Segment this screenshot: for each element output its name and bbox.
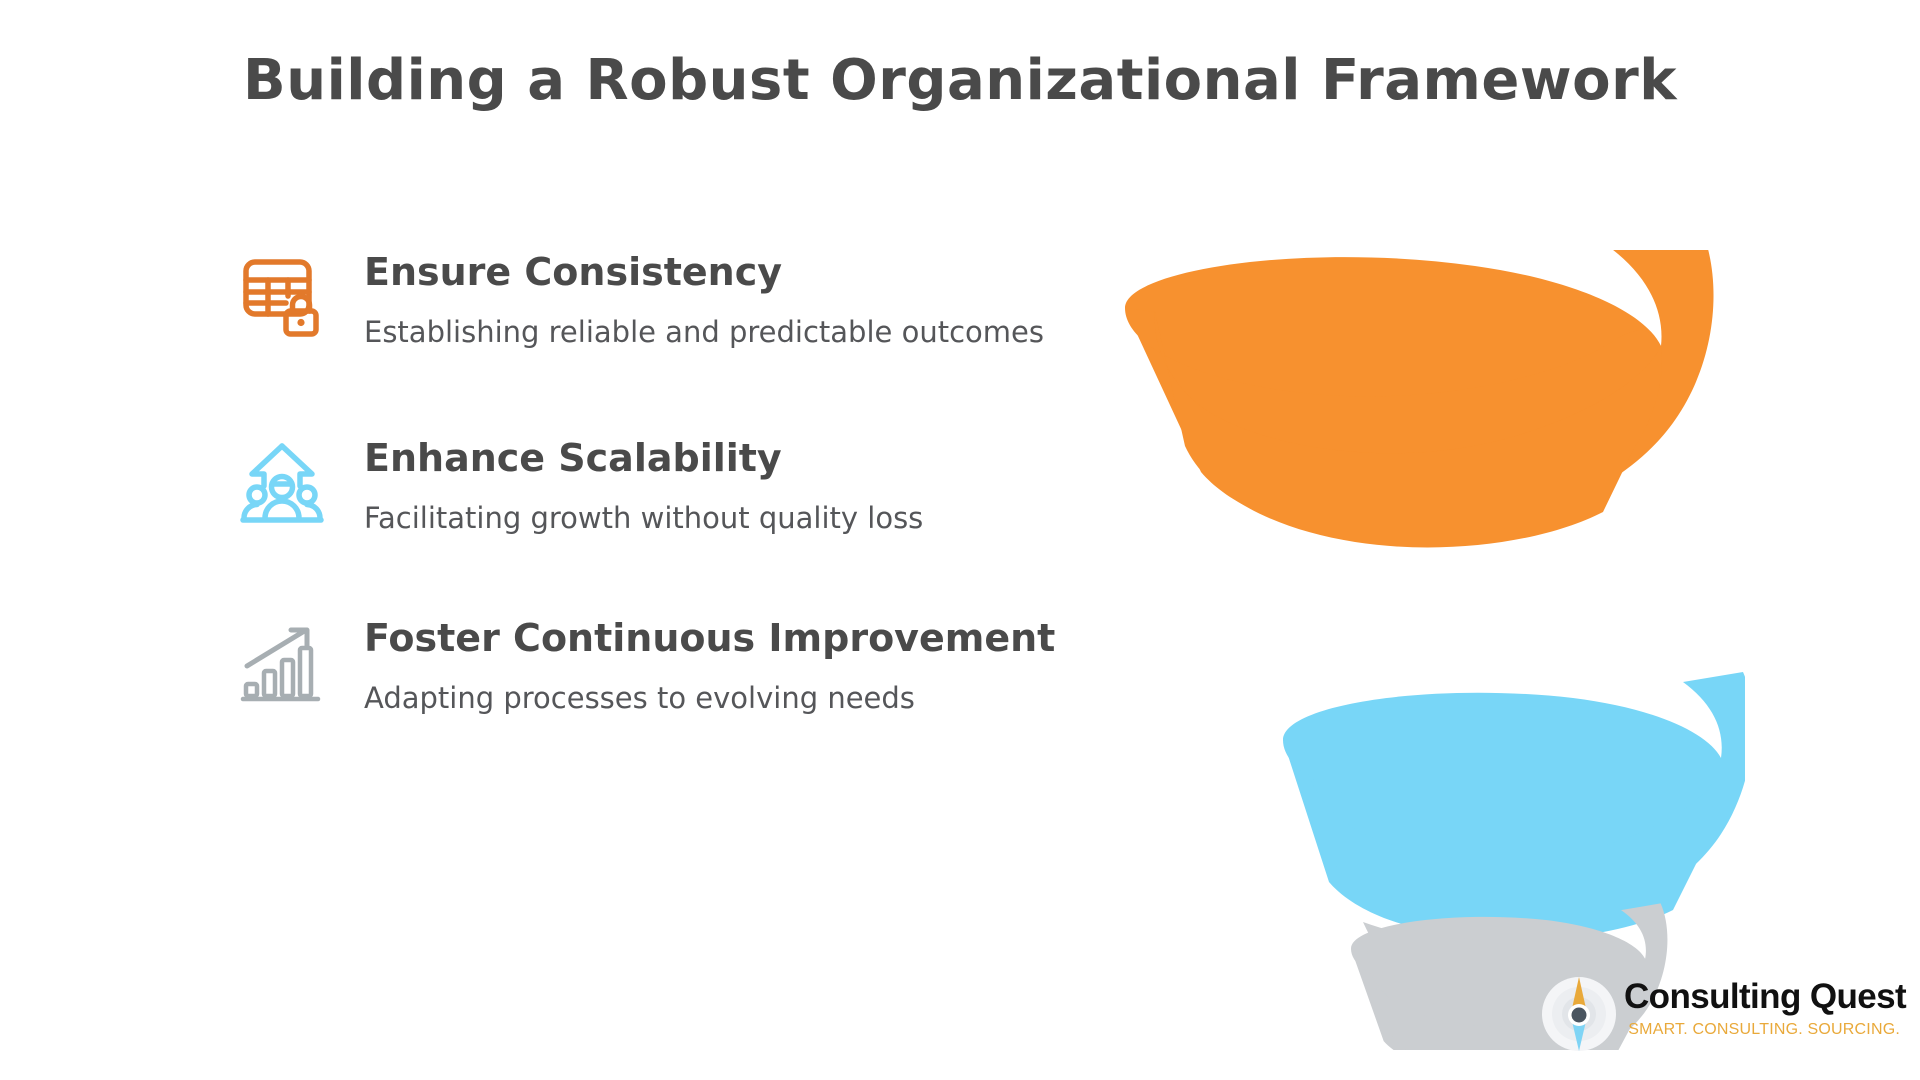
spiral-funnel-graphic <box>1105 250 1745 1050</box>
feature-item-ensure-consistency: Ensure Consistency Establishing reliable… <box>238 248 1098 388</box>
feature-item-enhance-scalability: Enhance Scalability Facilitating growth … <box>238 434 1098 554</box>
brand-logo: Consulting Quest SMART. CONSULTING. SOUR… <box>1540 975 1907 1061</box>
feature-text-block: Enhance Scalability Facilitating growth … <box>364 434 1098 537</box>
logo-text-block: Consulting Quest SMART. CONSULTING. SOUR… <box>1624 977 1907 1039</box>
page-title: Building a Robust Organizational Framewo… <box>243 48 1677 113</box>
feature-heading: Enhance Scalability <box>364 436 782 480</box>
bar-chart-arrow-icon <box>238 620 326 708</box>
feature-list: Ensure Consistency Establishing reliable… <box>238 248 1098 754</box>
logo-wordmark: Consulting Quest <box>1624 977 1907 1016</box>
funnel-segment-blue <box>1283 672 1745 939</box>
feature-description: Facilitating growth without quality loss <box>364 500 924 535</box>
feature-text-block: Foster Continuous Improvement Adapting p… <box>364 614 1098 717</box>
feature-item-foster-continuous-improvement: Foster Continuous Improvement Adapting p… <box>238 614 1098 754</box>
funnel-segment-orange <box>1125 250 1714 548</box>
feature-heading: Foster Continuous Improvement <box>364 616 1056 660</box>
logo-tagline: SMART. CONSULTING. SOURCING. <box>1628 1020 1900 1038</box>
compass-needle-icon <box>1540 975 1618 1053</box>
spreadsheet-lock-icon <box>238 254 326 342</box>
feature-description: Establishing reliable and predictable ou… <box>364 314 1044 349</box>
people-growth-arrow-icon <box>238 440 326 528</box>
feature-heading: Ensure Consistency <box>364 250 783 294</box>
feature-text-block: Ensure Consistency Establishing reliable… <box>364 248 1098 351</box>
feature-description: Adapting processes to evolving needs <box>364 680 915 715</box>
